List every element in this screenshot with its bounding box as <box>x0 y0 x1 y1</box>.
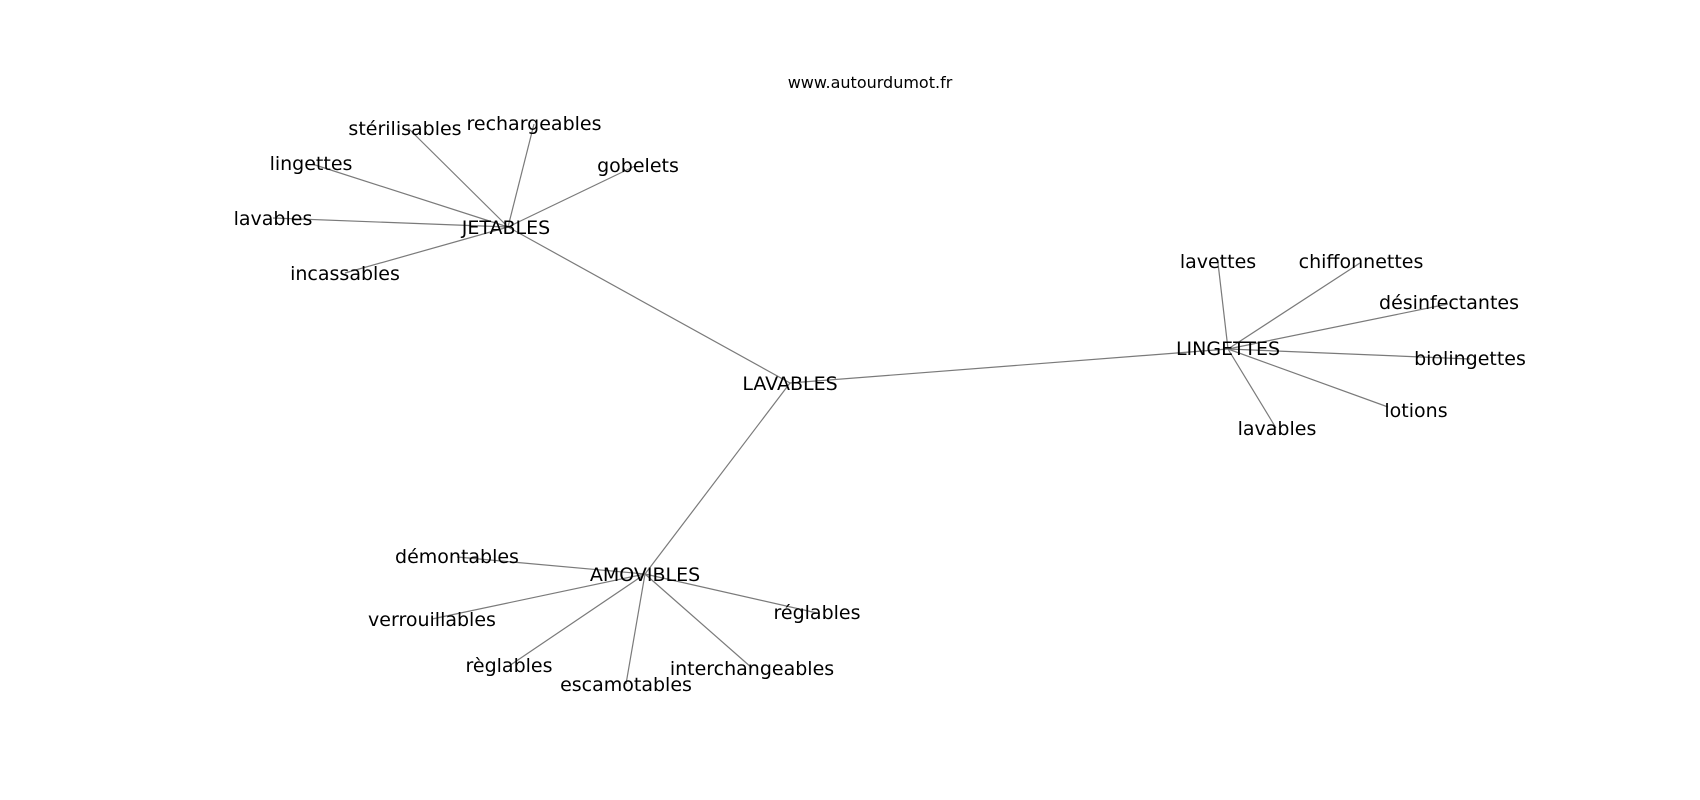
leaf-node: stérilisables <box>348 118 461 140</box>
edge-amovibles-reglables <box>644 573 818 614</box>
edge-lingettes-biolingettes <box>1227 348 1471 360</box>
edge-jetables-lingettes <box>311 163 509 228</box>
edge-lingettes-desinfectantes <box>1227 303 1449 350</box>
edge-jetables-lavables <box>272 217 509 228</box>
hub-node-lingettes: LINGETTES <box>1176 338 1280 360</box>
leaf-node: chiffonnettes <box>1299 251 1424 273</box>
edge-amovibles-demontables <box>456 556 646 575</box>
leaf-node: rechargeables <box>466 113 601 135</box>
edge-jetables-rechargeables <box>507 123 535 228</box>
edge-amovibles-verrouillables <box>431 573 646 620</box>
edge-jetables-incassables <box>344 226 509 274</box>
edge-lingettes-chiffonnettes <box>1227 262 1361 350</box>
edge-amovibles-interchangeables <box>644 573 753 669</box>
leaf-node: démontables <box>395 546 519 568</box>
leaf-node: lavables <box>1238 418 1317 440</box>
leaf-node: réglables <box>774 602 861 624</box>
source-label: www.autourdumot.fr <box>788 73 953 92</box>
leaf-node: règlables <box>466 655 553 677</box>
edge-center-lingettes <box>789 348 1229 384</box>
leaf-node: verrouillables <box>368 609 496 631</box>
center-node: LAVABLES <box>742 373 837 395</box>
edge-amovibles-escamotables <box>625 573 646 685</box>
edge-lingettes-lavables <box>1227 348 1277 429</box>
leaf-node: biolingettes <box>1414 348 1526 370</box>
edge-lingettes-lavettes <box>1217 262 1229 350</box>
hub-node-jetables: JETABLES <box>461 217 550 239</box>
leaf-node: lingettes <box>270 153 353 175</box>
edge-jetables-gobelets <box>507 165 636 228</box>
leaf-node: escamotables <box>560 674 692 696</box>
leaf-node: désinfectantes <box>1379 292 1519 314</box>
leaf-node: lavettes <box>1180 251 1256 273</box>
edge-center-amovibles <box>644 382 791 575</box>
leaf-node: incassables <box>290 263 400 285</box>
leaf-node: gobelets <box>597 155 679 177</box>
leaf-node: lavables <box>234 208 313 230</box>
edge-center-jetables <box>507 226 791 384</box>
edge-amovibles-reglables-grave <box>508 573 646 667</box>
leaf-node: interchangeables <box>670 658 834 680</box>
edge-jetables-sterilisables <box>407 127 509 228</box>
hub-node-amovibles: AMOVIBLES <box>590 564 700 586</box>
edge-lingettes-lotions <box>1227 348 1389 408</box>
leaf-node: lotions <box>1384 400 1447 422</box>
